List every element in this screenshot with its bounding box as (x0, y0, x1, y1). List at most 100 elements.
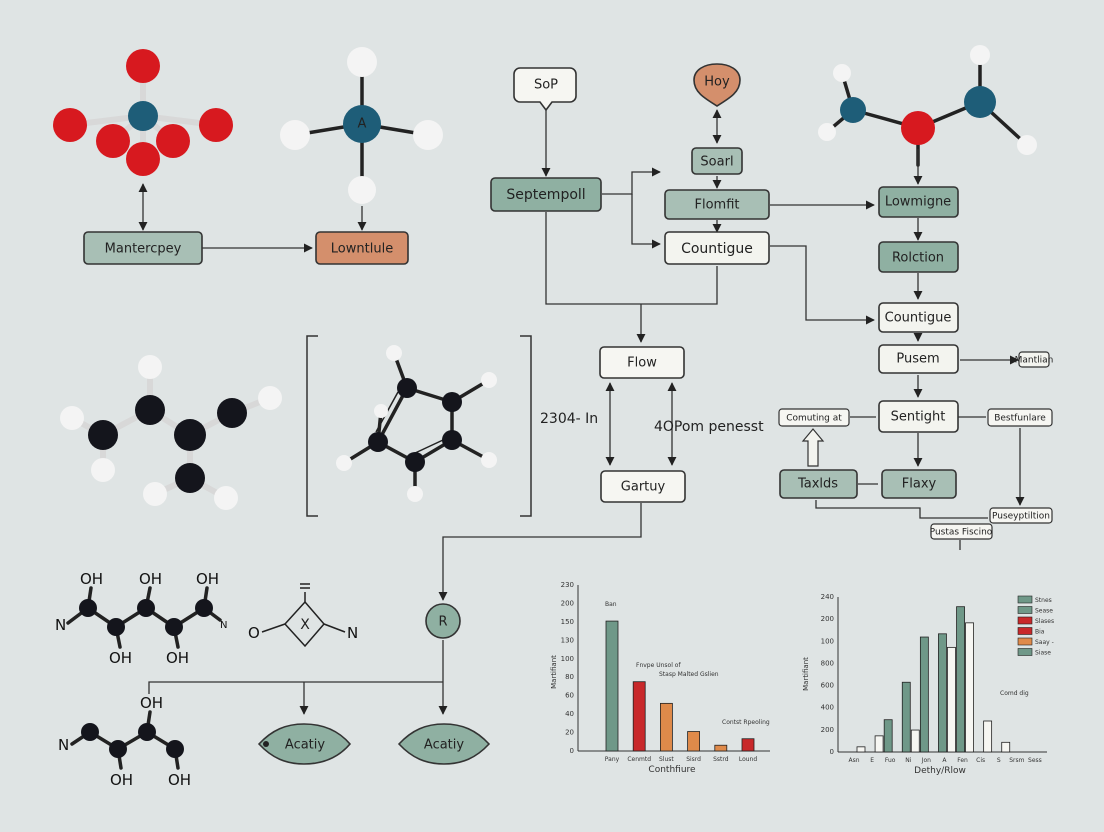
node-lowntule[interactable]: Lowntlule (315, 231, 409, 265)
node-r[interactable]: R (425, 603, 461, 639)
bar (919, 636, 929, 753)
legend-label: Bia (1035, 629, 1045, 636)
node-label: Flaxy (902, 477, 937, 492)
x-tick-label: Fen (957, 757, 968, 764)
bar (741, 738, 755, 752)
x-tick-label: Sess (1028, 757, 1042, 764)
node-countigue-2[interactable]: Countigue (878, 302, 959, 333)
legend-swatch (1017, 616, 1033, 625)
y-tick-label: 0 (570, 747, 574, 755)
bar (910, 729, 920, 753)
node-label: Soarl (700, 155, 733, 170)
x-axis-label: Dethy/Rlow (914, 766, 966, 776)
oh-label: OH (80, 570, 103, 588)
y-tick-label: 400 (821, 704, 834, 712)
node-taxlds[interactable]: Taxlds (779, 469, 858, 499)
bar (965, 622, 974, 753)
y-tick-label: 20 (565, 729, 574, 737)
y-tick-label: 200 (561, 599, 574, 607)
x-tick-label: Slust (659, 756, 674, 763)
n-label: N (58, 736, 69, 754)
bar (947, 646, 956, 753)
legend-label: Slases (1035, 618, 1054, 625)
annotation: Fnvpe Unsol of (636, 662, 681, 669)
node-mantlian[interactable]: Mantlian (1015, 351, 1054, 368)
node-label: Puseyptiltion (992, 512, 1050, 522)
n-label: N (347, 624, 358, 642)
legend-label: Stnes (1035, 597, 1052, 604)
annotation: Stasp Malted Gslien (659, 671, 719, 678)
annotation: Ban (605, 601, 617, 608)
n-label: N (55, 616, 66, 634)
node-label: SoP (534, 78, 558, 93)
x-tick-label: Sisrd (686, 756, 701, 763)
x-axis-label: Conthfiure (648, 765, 696, 775)
node-acatiy-1[interactable]: Acatiy (257, 723, 352, 765)
legend-swatch (1017, 648, 1033, 656)
annotation: Contst Rpeoling (722, 719, 770, 726)
x-tick-label: Cis (976, 757, 985, 764)
x-tick-label: E (870, 757, 874, 764)
oh-label: OH (196, 570, 219, 588)
oh-label: OH (166, 649, 189, 667)
bar (901, 681, 911, 753)
annotation: Comd dig (1000, 690, 1029, 697)
y-tick-label: 0 (830, 748, 834, 756)
bar (983, 720, 993, 753)
y-tick-label: 130 (561, 636, 574, 644)
bar (714, 744, 728, 752)
node-label: Septempoll (506, 187, 585, 203)
node-pusem[interactable]: Pusem (878, 344, 959, 374)
molecule-top-right (818, 45, 1037, 167)
molecule-ring-bracketed (306, 335, 532, 517)
connector-lines (138, 106, 1025, 715)
bar (874, 735, 884, 753)
y-tick-label: 100 (561, 655, 574, 663)
x-tick-label: Jon (921, 757, 931, 764)
bar (632, 681, 646, 752)
y-axis-label: Martifiant (802, 657, 810, 691)
node-sentight[interactable]: Sentight (878, 400, 959, 433)
legend-swatch (1017, 627, 1033, 635)
oh-label: OH (140, 694, 163, 712)
legend-swatch (1017, 595, 1033, 604)
node-gartuy[interactable]: Gartuy (600, 470, 686, 503)
node-flomfit[interactable]: Flomfit (664, 189, 770, 220)
x-tick-label: S (997, 757, 1001, 764)
x-tick-label: Srsm (1009, 757, 1024, 764)
node-lowmigne[interactable]: Lowmigne (878, 186, 959, 218)
legend-label: Sease (1035, 608, 1053, 615)
node-rolction[interactable]: Rolction (878, 241, 959, 273)
node-soarl[interactable]: Soarl (691, 147, 743, 175)
node-comuting-at[interactable]: Comuting at (778, 408, 850, 427)
label-40pom: 4OPom penesst (654, 419, 764, 435)
bar-chart-2: Martifiant Dethy/Rlow Comd dig 020040060… (802, 593, 1054, 776)
x-tick-label: Ni (905, 757, 911, 764)
y-axis-label: Martifiant (550, 655, 558, 689)
node-pustas-fiscino[interactable]: Pustas Fiscino (930, 523, 993, 540)
node-countigue-1[interactable]: Countigue (664, 231, 770, 265)
node-bestfunlare[interactable]: Bestfunlare (987, 408, 1053, 427)
y-tick-label: 600 (821, 682, 834, 690)
node-label: Comuting at (786, 414, 842, 424)
node-mantercpey[interactable]: Mantercpey (83, 231, 203, 265)
node-acatiy-2[interactable]: Acatiy (397, 723, 491, 765)
bar (660, 702, 673, 752)
node-hoy[interactable]: Hoy (693, 63, 741, 107)
node-puseyptiltion[interactable]: Puseyptiltion (989, 507, 1053, 524)
node-flow[interactable]: Flow (599, 346, 685, 379)
legend-swatch (1017, 606, 1033, 614)
node-flaxy[interactable]: Flaxy (881, 469, 957, 499)
node-label: Sentight (891, 410, 946, 425)
node-sop[interactable]: SoP (513, 67, 577, 112)
legend-label: Saay - (1035, 639, 1054, 646)
y-tick-label: 230 (561, 581, 574, 589)
node-septempoll[interactable]: Septempoll (490, 177, 602, 212)
node-label: Lowntlule (331, 242, 393, 257)
bar (1001, 741, 1011, 753)
oh-label: OH (110, 771, 133, 789)
oh-label: OH (139, 570, 162, 588)
node-label: Gartuy (621, 480, 666, 495)
bar (883, 719, 893, 753)
oh-label: OH (109, 649, 132, 667)
